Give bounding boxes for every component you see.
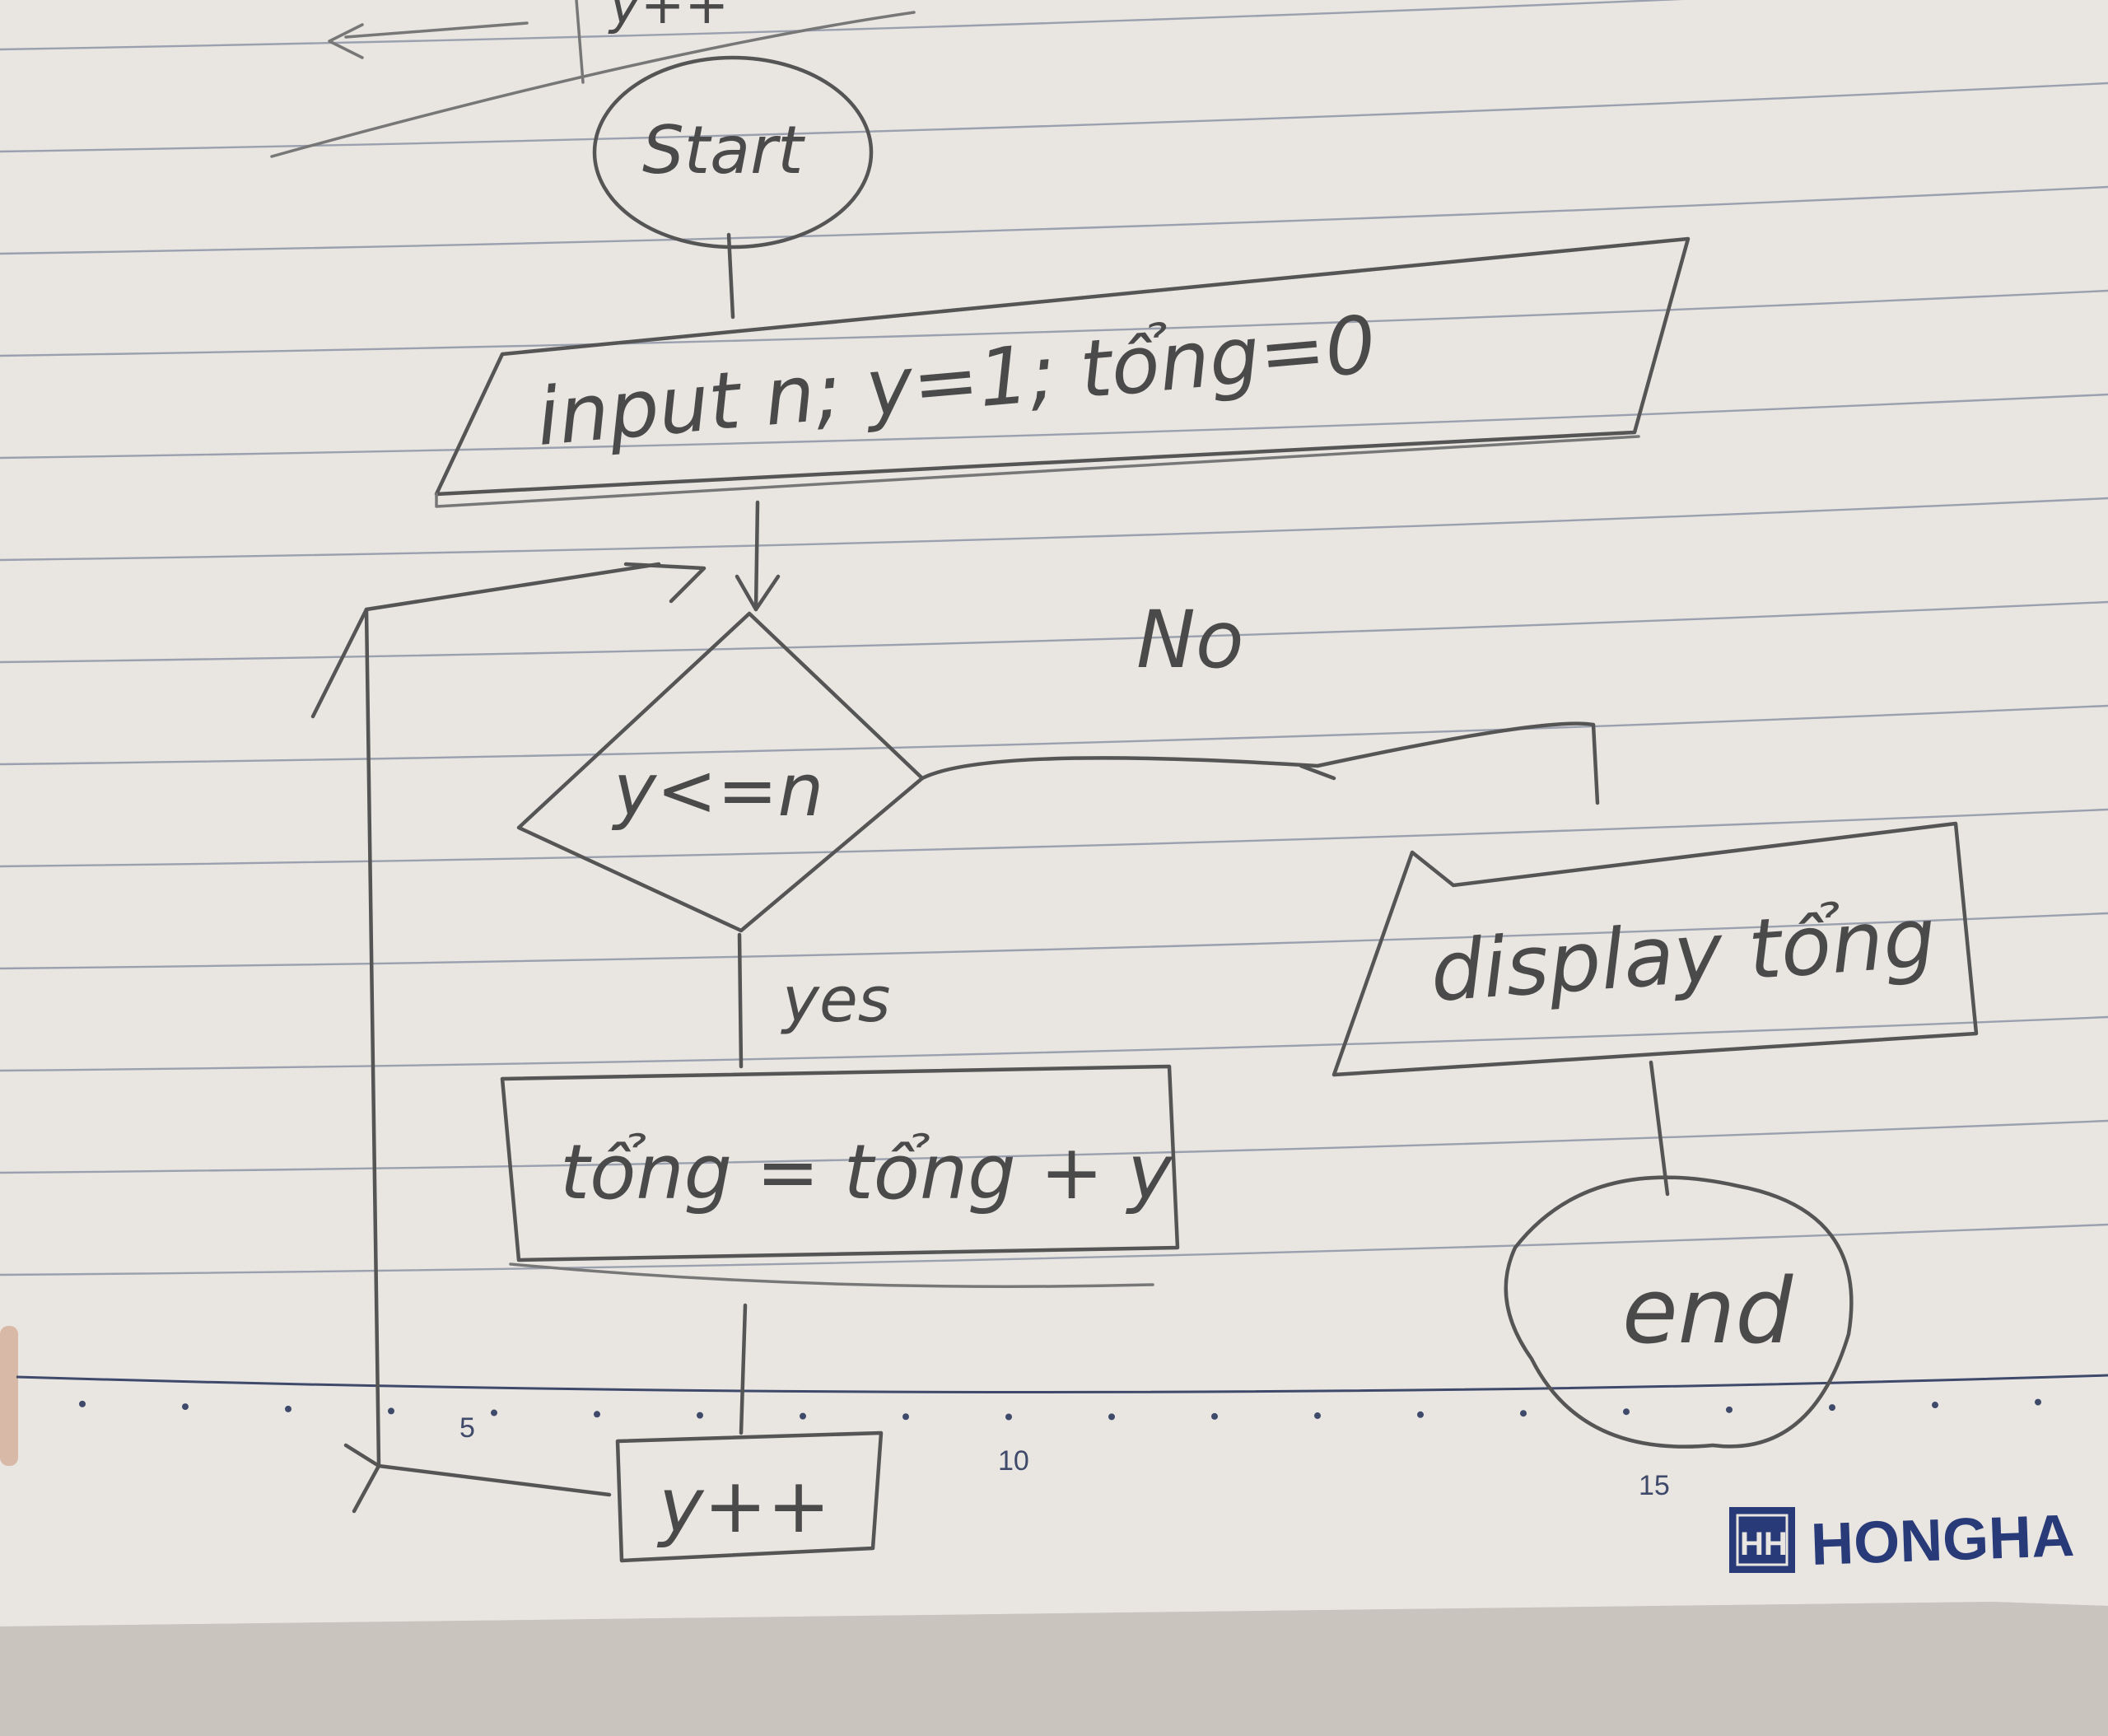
yes-label: yes bbox=[781, 963, 890, 1036]
ruler-number-15: 15 bbox=[1639, 1470, 1670, 1501]
ruler-dot bbox=[182, 1403, 189, 1411]
edge-out-end bbox=[1649, 1060, 1670, 1197]
ruler-baseline bbox=[16, 1374, 2108, 1394]
increment-node: y++ bbox=[615, 1430, 884, 1563]
ruled-line bbox=[0, 1223, 2108, 1276]
ruler-dot bbox=[79, 1400, 86, 1407]
start-node: Start bbox=[592, 55, 874, 250]
brand-logo-mark: HH bbox=[1740, 1526, 1788, 1562]
edge-start-init bbox=[726, 232, 735, 320]
ruled-line bbox=[0, 289, 2108, 357]
ruled-line bbox=[0, 497, 2108, 562]
edge-inc-cond-loop bbox=[364, 562, 661, 1497]
ruler-dot bbox=[902, 1413, 909, 1421]
top-fragment: y++ bbox=[270, 0, 916, 158]
ruler-dot bbox=[594, 1411, 600, 1418]
decision-label: y<=n bbox=[611, 748, 823, 833]
ruled-line bbox=[0, 1015, 2108, 1072]
ruled-lines bbox=[0, 0, 2108, 1276]
ruler-number-5: 5 bbox=[459, 1412, 475, 1444]
ruler-dot bbox=[1623, 1408, 1630, 1416]
ruler-dot bbox=[1211, 1412, 1218, 1420]
left-finger bbox=[0, 1326, 18, 1466]
ruled-line bbox=[0, 393, 2108, 460]
end-label: end bbox=[1622, 1258, 1793, 1364]
brand-name: HONGHA bbox=[1810, 1503, 2076, 1578]
ruled-line bbox=[0, 0, 1685, 51]
ruled-line bbox=[0, 704, 2108, 766]
decision-node: y<=n bbox=[516, 611, 925, 933]
start-label: Start bbox=[642, 112, 805, 189]
paper-sheet bbox=[0, 0, 2108, 1626]
sum-process-node: tổng = tổng + y bbox=[500, 1064, 1180, 1288]
edge-init-cond bbox=[753, 500, 760, 612]
sum-process-label: tổng = tổng + y bbox=[560, 1128, 1173, 1216]
ruler-number-10: 10 bbox=[998, 1445, 1029, 1477]
end-node: end bbox=[1504, 1175, 1854, 1449]
ruler-dot bbox=[1520, 1410, 1527, 1417]
no-label: No bbox=[1136, 594, 1244, 686]
ruler-dot bbox=[1314, 1412, 1321, 1420]
top-fragment-label: y++ bbox=[608, 0, 729, 36]
ruled-line bbox=[0, 808, 2108, 868]
ruler-dot bbox=[1005, 1413, 1012, 1421]
ruler-dot bbox=[800, 1412, 806, 1420]
ruler-dot bbox=[285, 1405, 291, 1412]
edge-cond-add bbox=[737, 932, 744, 1069]
ruler-dot bbox=[697, 1412, 703, 1419]
ruled-line bbox=[0, 912, 2108, 970]
edge-add-inc bbox=[739, 1303, 748, 1435]
ruler-dot bbox=[1108, 1413, 1115, 1421]
ruler-dot bbox=[1932, 1402, 1938, 1409]
ruled-line bbox=[0, 185, 2108, 255]
ruler-dot bbox=[1417, 1411, 1424, 1418]
ruler-dots bbox=[79, 1398, 2041, 1421]
ruler-dot bbox=[491, 1409, 497, 1416]
ruled-line bbox=[0, 1119, 2108, 1174]
ruled-line bbox=[0, 82, 2108, 153]
ruler-dot bbox=[1726, 1406, 1733, 1413]
ruler-dot bbox=[388, 1407, 394, 1415]
ruler-dot bbox=[1829, 1404, 1835, 1412]
increment-label: y++ bbox=[656, 1462, 831, 1550]
ruled-line bbox=[0, 600, 2108, 664]
brand-logo: HH HONGHA bbox=[1729, 1503, 2075, 1578]
ruler-dot bbox=[2035, 1398, 2041, 1406]
desk-edge bbox=[0, 1602, 2108, 1736]
